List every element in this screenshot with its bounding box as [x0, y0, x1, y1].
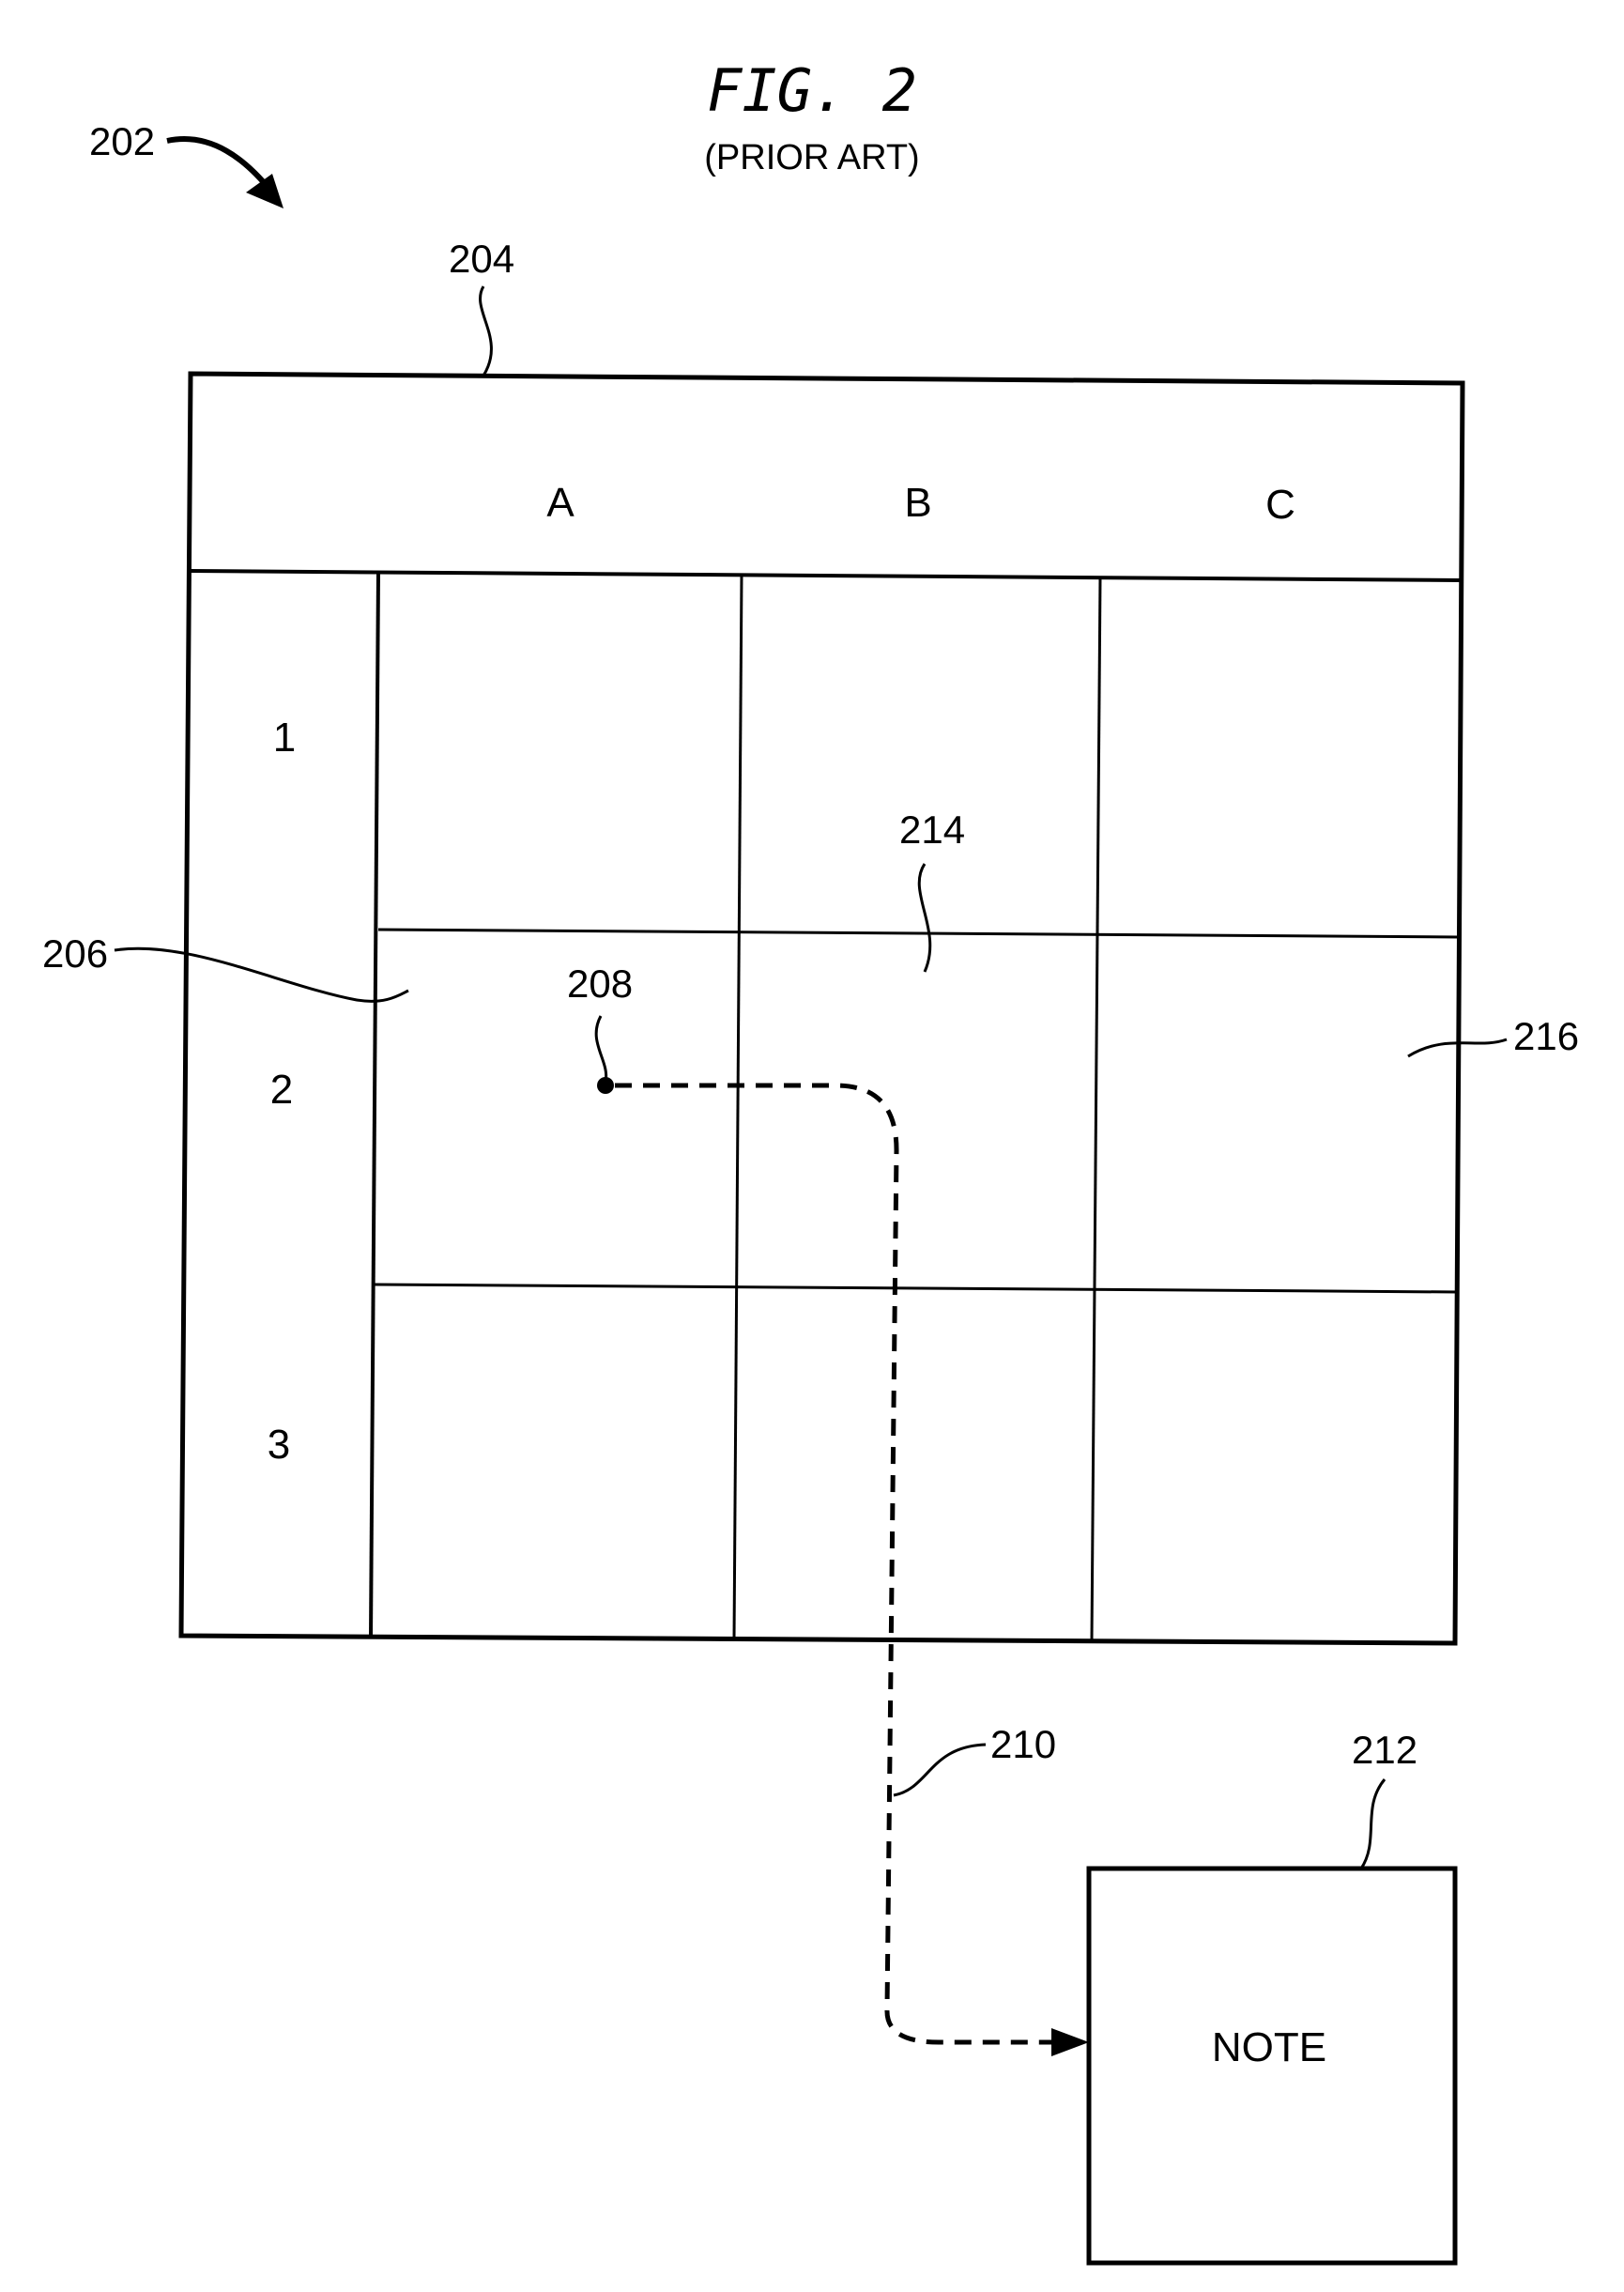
ref-208: 208 [567, 961, 633, 1006]
note-label: NOTE [1212, 2024, 1326, 2070]
comment-indicator-dot-icon [597, 1077, 614, 1094]
ref-216: 216 [1513, 1014, 1579, 1058]
spreadsheet-grid: A B C 1 2 3 [181, 374, 1463, 1643]
ref-212: 212 [1352, 1728, 1417, 1772]
leader-214 [919, 864, 930, 972]
column-header-c: C [1265, 482, 1295, 528]
connector-arrowhead-icon [1051, 2028, 1089, 2056]
column-header-a: A [546, 480, 575, 526]
row-header-divider [371, 573, 378, 1638]
column-divider-ab [734, 575, 742, 1639]
figure-subtitle: (PRIOR ART) [704, 138, 919, 177]
dashed-connector-210 [615, 1085, 1051, 2042]
figure-title: FIG. 2 [707, 56, 917, 125]
column-header-b: B [904, 480, 931, 526]
ref-204: 204 [449, 237, 514, 281]
ref-202: 202 [89, 119, 155, 163]
leader-206 [115, 948, 408, 1001]
arrow-202-head-icon [246, 174, 283, 208]
leader-212 [1361, 1779, 1385, 1869]
ref-210: 210 [990, 1722, 1056, 1766]
row-header-1: 1 [273, 715, 296, 761]
header-row-divider [191, 571, 1461, 580]
arrow-202-curve [167, 139, 272, 192]
row-header-2: 2 [270, 1067, 293, 1113]
row-divider-23 [375, 1284, 1457, 1292]
row-header-3: 3 [268, 1422, 290, 1468]
leader-210 [894, 1745, 986, 1795]
leader-204 [481, 286, 492, 376]
ref-214: 214 [899, 808, 965, 852]
column-divider-bc [1092, 577, 1100, 1641]
leader-208 [596, 1016, 606, 1082]
row-divider-12 [378, 930, 1459, 937]
ref-206: 206 [42, 931, 108, 976]
